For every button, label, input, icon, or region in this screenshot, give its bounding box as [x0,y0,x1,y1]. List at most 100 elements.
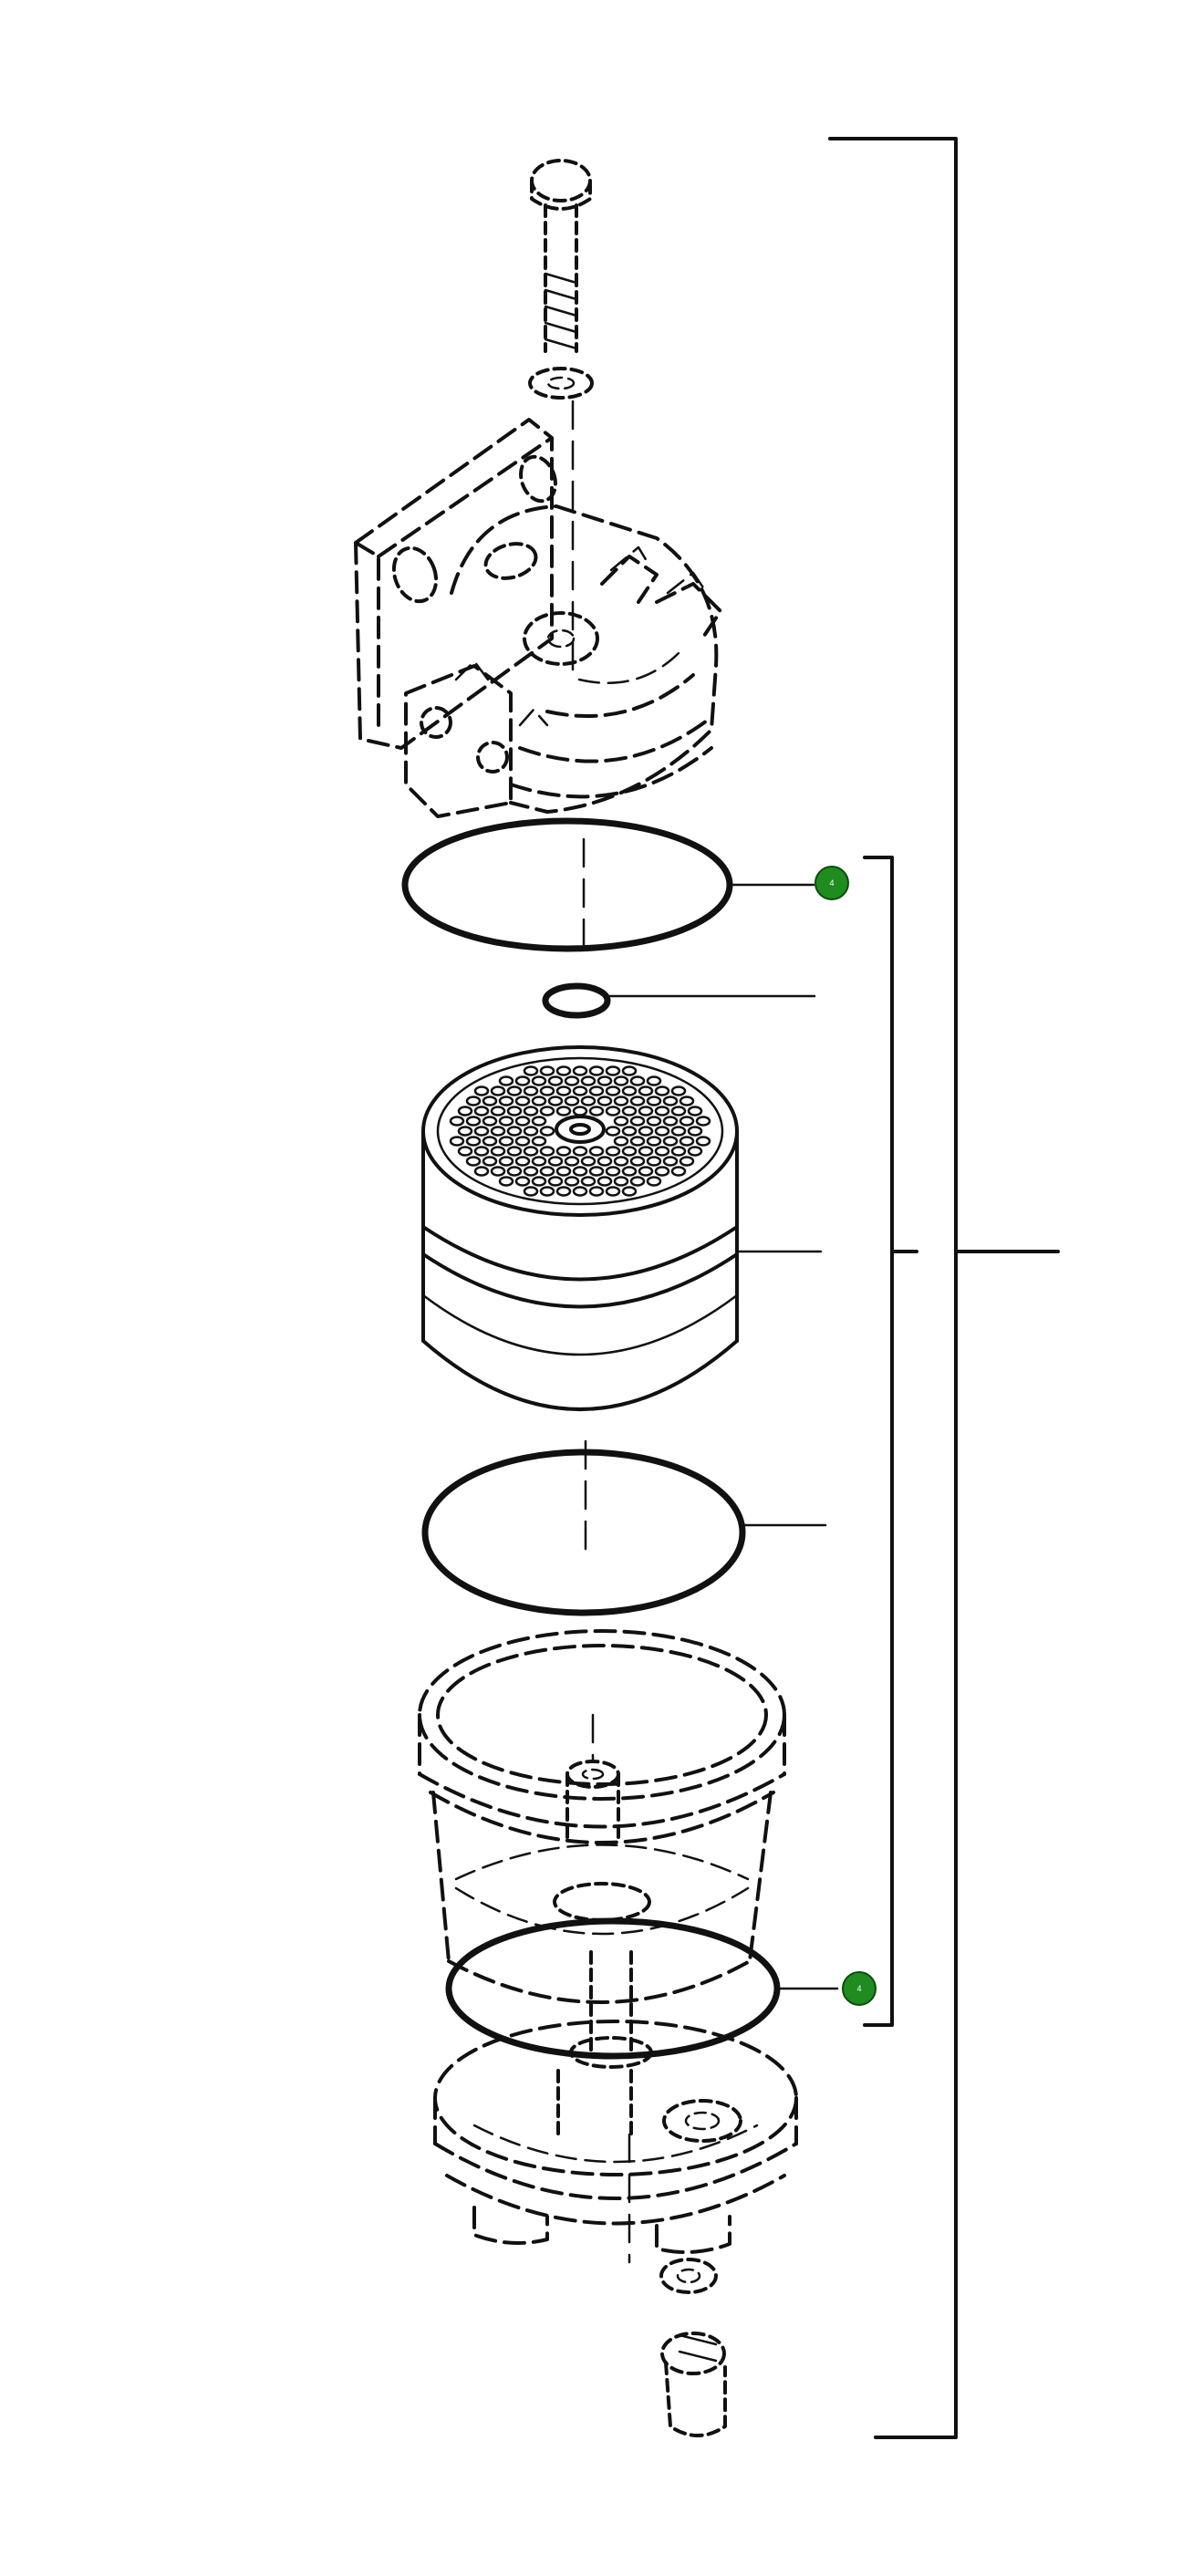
perforation-hole [621,1106,638,1117]
perforation-hole [555,1166,572,1177]
perforation-hole [679,1116,695,1127]
perforation-hole [605,1126,621,1137]
perforation-hole [555,1106,572,1117]
perforation-hole [654,1166,670,1177]
perforation-hole [605,1146,621,1157]
perforation-hole [506,1106,523,1117]
perforation-hole [670,1166,687,1177]
perforation-hole [506,1146,523,1157]
perforation-hole [646,1075,662,1086]
perforation-hole [531,1156,547,1167]
perforation-hole [572,1186,588,1197]
filter-head[interactable] [354,418,722,818]
perforation-hole [490,1126,506,1137]
perforation-hole [523,1126,539,1137]
perforation-hole [654,1106,670,1117]
perforation-hole [596,1156,613,1167]
perforation-hole [547,1156,564,1167]
filter-perforations [449,1065,711,1197]
perforation-hole [687,1146,703,1157]
perforation-hole [679,1096,695,1106]
perforation-hole [514,1176,531,1187]
perforation-hole [588,1186,605,1197]
perforation-hole [654,1126,670,1137]
perforation-hole [490,1146,506,1157]
perforation-hole [572,1065,588,1076]
perforation-hole [539,1085,555,1096]
perforation-hole [670,1085,687,1096]
perforation-hole [473,1106,490,1117]
small-seal-ring[interactable] [542,982,611,1019]
perforation-hole [564,1075,580,1086]
mounting-bolt[interactable] [530,159,592,353]
perforation-hole [514,1096,531,1106]
perforation-hole [588,1146,605,1157]
perforation-hole [555,1065,572,1076]
perforation-hole [531,1116,547,1127]
perforation-hole [596,1176,613,1187]
perforation-hole [547,1176,564,1187]
perforation-hole [621,1126,638,1137]
perforation-hole [539,1106,555,1117]
callout-badge-bottom[interactable]: 4 [842,1971,877,2006]
perforation-hole [523,1106,539,1117]
perforation-hole [523,1085,539,1096]
perforation-hole [662,1136,679,1147]
perforation-hole [498,1156,514,1167]
perforation-hole [514,1136,531,1147]
perforation-hole [490,1166,506,1177]
perforation-hole [539,1065,555,1076]
filter-element[interactable] [421,1045,739,1411]
drain-plug[interactable] [659,2258,727,2437]
perforation-hole [638,1166,654,1177]
perforation-hole [670,1146,687,1157]
perforation-hole [638,1085,654,1096]
bottom-oring[interactable] [445,1917,781,2060]
filter-bowl[interactable] [418,1629,786,2004]
bottom-cover[interactable] [433,1950,798,2254]
perforation-hole [531,1075,547,1086]
perforation-hole [646,1156,662,1167]
perforation-hole [539,1186,555,1197]
perforation-hole [506,1166,523,1177]
perforation-hole [670,1126,687,1137]
perforation-hole [580,1096,596,1106]
perforation-hole [465,1156,482,1167]
perforation-hole [523,1186,539,1197]
callout-badge-top[interactable]: 4 [814,866,849,900]
perforation-hole [621,1186,638,1197]
top-oring[interactable] [401,817,733,952]
bolt-washer[interactable] [528,367,594,400]
perforation-hole [465,1116,482,1127]
perforation-hole [629,1075,646,1086]
perforation-hole [572,1106,588,1117]
perforation-hole [572,1166,588,1177]
perforation-hole [662,1096,679,1106]
perforation-hole [490,1106,506,1117]
perforation-hole [679,1156,695,1167]
perforation-hole [670,1106,687,1117]
large-oring[interactable] [421,1449,746,1616]
perforation-hole [531,1096,547,1106]
perforation-hole [523,1065,539,1076]
perforation-hole [547,1096,564,1106]
perforation-hole [555,1186,572,1197]
perforation-hole [613,1156,629,1167]
perforation-hole [514,1156,531,1167]
perforation-hole [498,1075,514,1086]
perforation-hole [687,1126,703,1137]
perforation-hole [514,1075,531,1086]
perforation-hole [596,1075,613,1086]
perforation-hole [679,1136,695,1147]
perforation-hole [580,1075,596,1086]
perforation-hole [605,1106,621,1117]
perforation-hole [646,1176,662,1187]
perforation-hole [539,1166,555,1177]
perforation-hole [687,1106,703,1117]
perforation-hole [605,1085,621,1096]
perforation-hole [629,1136,646,1147]
perforation-hole [580,1156,596,1167]
kit-bracket-inner [863,856,918,2027]
perforation-hole [613,1075,629,1086]
